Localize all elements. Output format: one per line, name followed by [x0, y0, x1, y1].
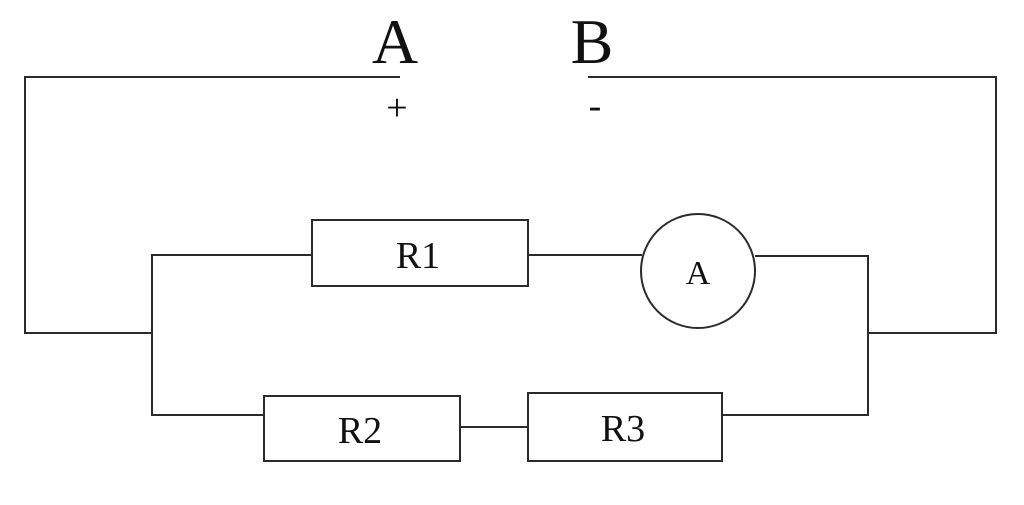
- terminal-b-label: B: [571, 6, 614, 77]
- resistor-r3: [527, 392, 723, 462]
- terminal-b-polarity: -: [589, 85, 602, 127]
- terminal-a-polarity: +: [386, 87, 407, 129]
- wire-terminal-b: [588, 76, 997, 334]
- resistor-r2-label: R2: [338, 410, 382, 452]
- ammeter-label: A: [686, 255, 711, 292]
- ammeter: [640, 213, 756, 329]
- resistor-r1: [311, 219, 529, 287]
- terminal-a-label: A: [372, 6, 418, 77]
- wire-ammeter-right: [722, 255, 869, 416]
- wire-left-node: [151, 254, 312, 416]
- wire-terminal-a: [24, 76, 400, 334]
- resistor-r2: [263, 395, 461, 462]
- resistor-r1-label: R1: [396, 235, 440, 277]
- resistor-r3-label: R3: [601, 408, 645, 450]
